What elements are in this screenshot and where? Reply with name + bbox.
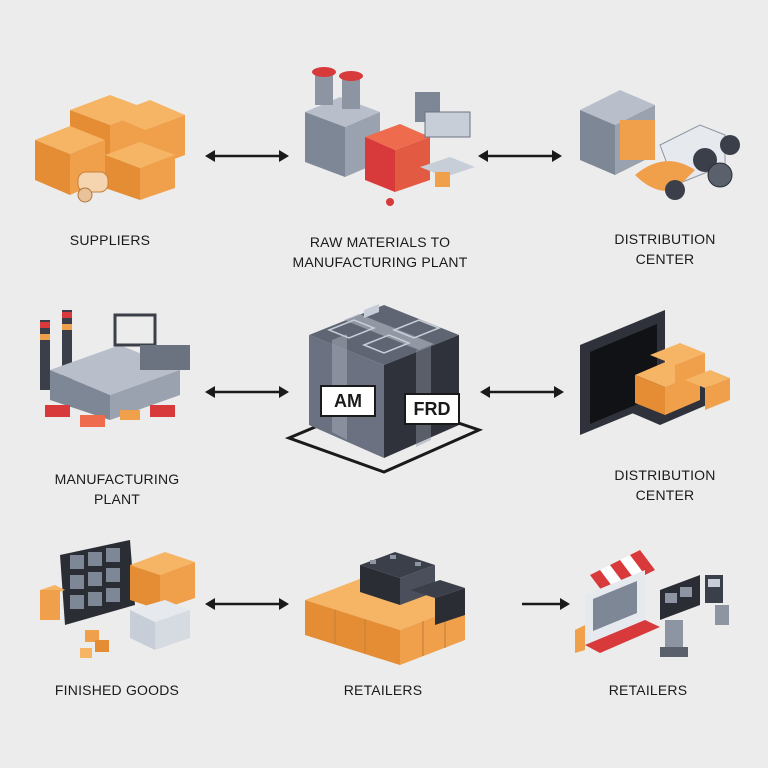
arrow-retailers-retailers — [520, 594, 570, 614]
arrow-hub-distribution — [480, 382, 564, 402]
retailers-1-illustration — [295, 530, 495, 680]
storefront-icon — [575, 550, 729, 657]
node-label-distribution-center-2: DISTRIBUTION CENTER — [614, 467, 716, 503]
node-label-retailers-2: RETAILERS — [608, 682, 688, 698]
arrow-manufacturing-hub — [205, 382, 289, 402]
manufacturing-plant-illustration — [20, 300, 220, 450]
retailers-2-illustration — [565, 535, 765, 685]
warehouse-forklift-icon — [580, 90, 740, 200]
finished-goods-illustration — [20, 530, 220, 680]
node-label-manufacturing-plant: MANUFACTURING PLANT — [54, 471, 180, 507]
hub-label-left: AM — [320, 385, 376, 417]
hub-label-right: FRD — [404, 393, 460, 425]
node-label-distribution-center-1: DISTRIBUTION CENTER — [614, 231, 716, 267]
pallet-boxes-icon — [305, 552, 465, 665]
factory-line-icon — [40, 310, 190, 427]
node-label-raw-materials: RAW MATERIALS TO MANUFACTURING PLANT — [292, 234, 468, 270]
node-label-suppliers: SUPPLIERS — [69, 232, 151, 248]
loading-dock-icon — [580, 310, 730, 435]
node-label-retailers-1: RETAILERS — [343, 682, 423, 698]
arrow-finished-goods-retailers — [205, 594, 289, 614]
central-hub: AM FRD — [284, 290, 484, 480]
arrow-raw-materials-distribution — [478, 146, 562, 166]
distribution-center-2-illustration — [565, 300, 765, 450]
suppliers-illustration — [10, 70, 210, 220]
arrow-suppliers-raw-materials — [205, 146, 289, 166]
shelves-boxes-icon — [40, 540, 195, 658]
raw-materials-illustration — [290, 62, 490, 212]
boxes-icon — [35, 95, 185, 203]
hub-cube-icon — [284, 304, 484, 474]
factory-icon — [305, 67, 475, 206]
node-label-finished-goods: FINISHED GOODS — [54, 682, 180, 698]
distribution-center-1-illustration — [565, 65, 765, 215]
